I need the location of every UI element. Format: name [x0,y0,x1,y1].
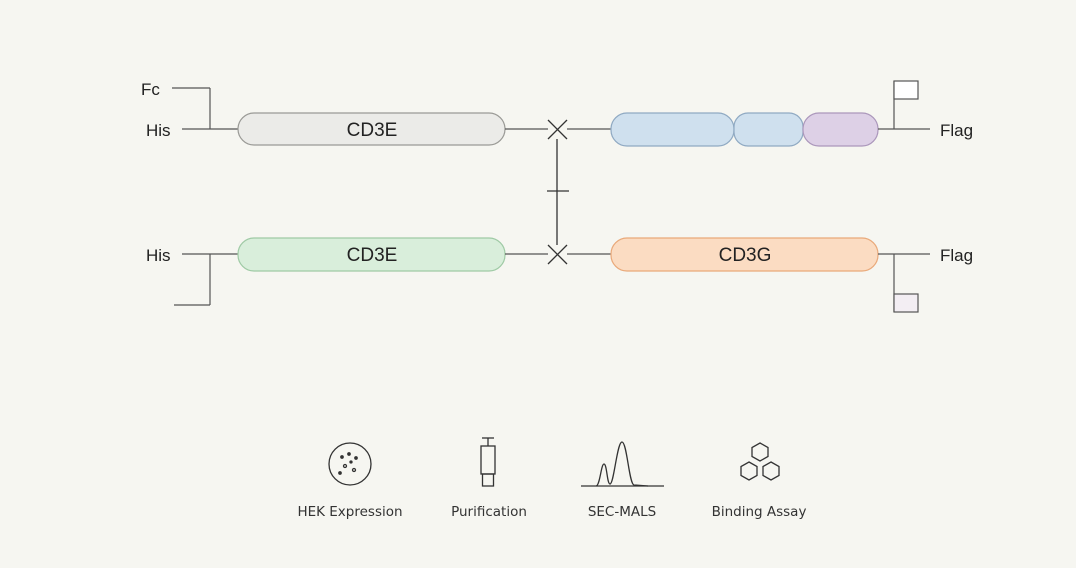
blue-segment-1 [610,112,735,147]
fc-tag-bracket [172,87,211,129]
his-bracket-bottom [174,253,238,306]
chromatogram-peak-icon [581,441,664,487]
cd3g-domain-label: CD3G [719,245,772,266]
step-label-binding-assay: Binding Assay [712,504,807,520]
cd3e-domain-top-label: CD3E [347,120,398,141]
flag-marker-top [893,80,919,129]
disulfide-cross-top [547,119,568,140]
step-label-sec-mals: SEC-MALS [588,504,656,520]
hexagon-cluster-icon [740,442,780,481]
purple-segment [802,112,879,147]
step-label-hek-expression: HEK Expression [297,504,402,520]
syringe-column-icon [480,437,496,487]
step-label-purification: Purification [451,504,527,520]
his-tag-label-top: His [146,121,171,140]
cell-dish-icon [328,442,372,486]
flag-tag-label-bottom: Flag [940,246,973,265]
fc-tag-label: Fc [141,80,160,99]
his-tag-label-bottom: His [146,246,171,265]
flag-tag-label-top: Flag [940,121,973,140]
blue-segment-2 [733,112,804,147]
disulfide-cross-bottom [547,244,568,265]
interchain-connector [547,139,569,245]
flag-marker-bottom [893,254,919,313]
cd3e-domain-bottom-label: CD3E [347,245,398,266]
